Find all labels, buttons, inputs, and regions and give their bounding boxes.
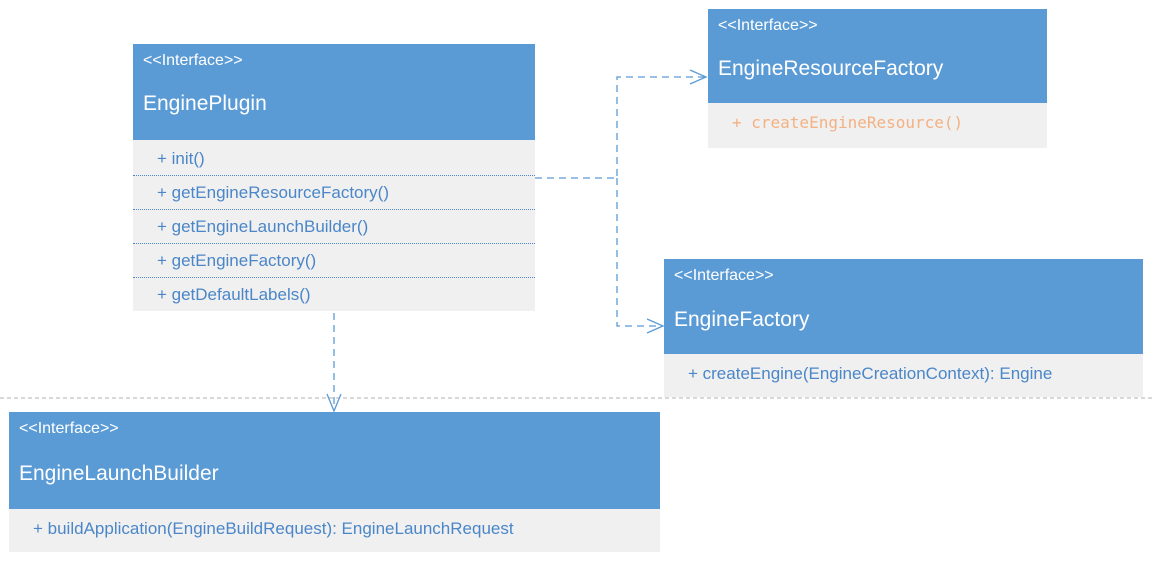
operation: + createEngineResource() — [732, 113, 964, 132]
class-name: EngineResourceFactory — [718, 57, 944, 80]
operation: + buildApplication(EngineBuildRequest): … — [33, 519, 514, 538]
class-name: EngineLaunchBuilder — [19, 462, 219, 485]
operation: + getEngineLaunchBuilder() — [133, 210, 535, 244]
class-operations: + createEngineResource() — [708, 103, 1047, 148]
class-engine-launch-builder: <<Interface>> EngineLaunchBuilder + buil… — [9, 412, 660, 552]
class-name: EngineFactory — [674, 308, 810, 331]
class-operations: + init() + getEngineResourceFactory() + … — [133, 140, 535, 311]
arrowhead-engine-factory — [646, 318, 665, 334]
class-engine-plugin: <<Interface>> EnginePlugin + init() + ge… — [133, 44, 535, 311]
operation: + init() — [133, 142, 535, 176]
connector-plugin-to-resource-factory — [535, 76, 705, 179]
class-header: <<Interface>> EngineLaunchBuilder — [9, 412, 660, 509]
arrowhead-resource-factory — [689, 69, 708, 85]
class-name: EnginePlugin — [143, 92, 267, 115]
operation: + getEngineResourceFactory() — [133, 176, 535, 210]
stereotype-label: <<Interface>> — [674, 267, 774, 284]
class-engine-factory: <<Interface>> EngineFactory + createEngi… — [664, 259, 1143, 397]
class-header: <<Interface>> EnginePlugin — [133, 44, 535, 140]
arrowhead-launch-builder — [326, 393, 342, 413]
connector-plugin-to-engine-factory — [616, 178, 662, 327]
class-operations: + createEngine(EngineCreationContext): E… — [664, 354, 1143, 397]
stereotype-label: <<Interface>> — [143, 52, 243, 69]
class-header: <<Interface>> EngineResourceFactory — [708, 9, 1047, 103]
stereotype-label: <<Interface>> — [718, 17, 818, 34]
class-header: <<Interface>> EngineFactory — [664, 259, 1143, 354]
class-operations: + buildApplication(EngineBuildRequest): … — [9, 509, 660, 552]
operation: + getDefaultLabels() — [157, 285, 311, 304]
class-engine-resource-factory: <<Interface>> EngineResourceFactory + cr… — [708, 9, 1047, 148]
operation: + createEngine(EngineCreationContext): E… — [688, 364, 1053, 383]
stereotype-label: <<Interface>> — [19, 420, 119, 437]
operation: + getEngineFactory() — [133, 244, 535, 278]
